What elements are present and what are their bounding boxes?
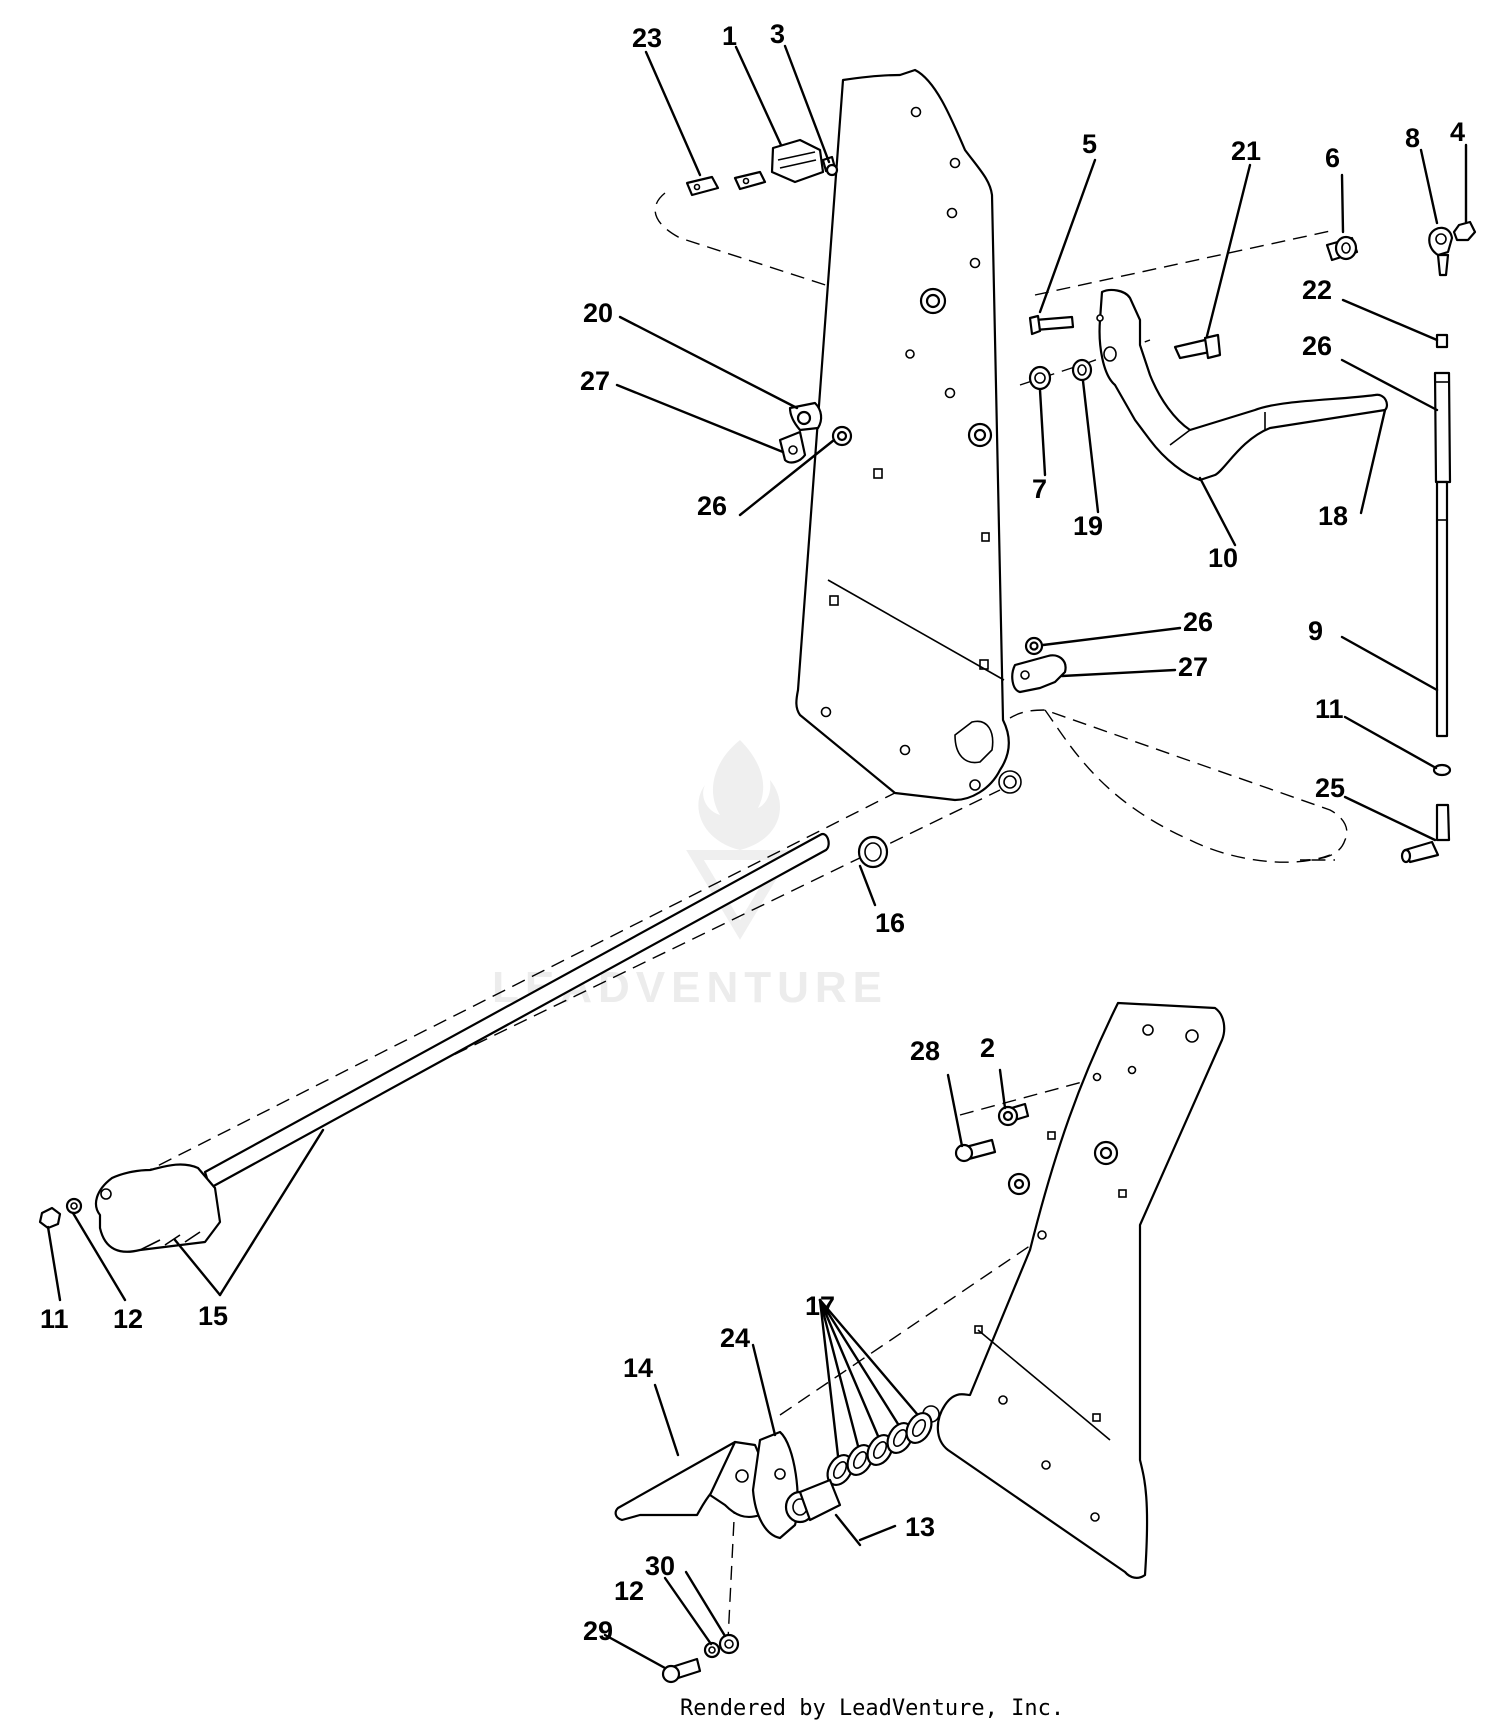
callout-18: 19 [1073, 511, 1103, 541]
lower-pedal-assembly [614, 1430, 862, 1547]
callout-16-lower: 17 [805, 1291, 835, 1321]
upper-plate-holes [820, 106, 1022, 794]
callout-20: 20 [583, 298, 613, 328]
switch-assembly [685, 138, 839, 197]
dash-shaft-top [99, 759, 961, 1196]
callout-19: 21 [1231, 136, 1261, 166]
callout-15: 15 [198, 1301, 228, 1331]
washer-stack [826, 1411, 933, 1487]
dash-lower-washer-stack [727, 1499, 736, 1641]
callout-25: 26 [1302, 331, 1332, 361]
callout-10: 10 [1208, 543, 1238, 573]
callout-17: 18 [1318, 501, 1348, 531]
callout-27-upper: 27 [580, 366, 610, 396]
callouts: 23 1 3 5 21 6 8 4 22 26 20 27 26 7 19 10… [40, 19, 1465, 1646]
callout-23: 25 [1315, 773, 1345, 803]
callout-9: 9 [1308, 616, 1323, 646]
callout-11-left: 11 [40, 1304, 69, 1334]
callout-26-lower: 26 [1183, 607, 1213, 637]
callout-27-lower: 27 [1178, 652, 1208, 682]
watermark-flame-icon [698, 740, 780, 850]
lower-bolts [954, 1102, 1030, 1163]
dash-loop-bottom [1044, 709, 1331, 863]
left-nut-washer [38, 1197, 83, 1230]
leader-lines [46, 44, 1468, 1670]
lower-mounting-plate [922, 1001, 1226, 1579]
callout-4: 4 [1450, 117, 1465, 147]
callout-14: 14 [623, 1353, 653, 1383]
callout-12-left: 12 [113, 1304, 143, 1334]
bottom-hardware [661, 1633, 740, 1684]
callout-8: 8 [1405, 123, 1420, 153]
dash-switch-to-plate [654, 192, 941, 323]
callout-3: 3 [770, 19, 785, 49]
callout-2: 2 [980, 1033, 995, 1063]
dash-top-rod [1034, 229, 1336, 296]
callout-24: 24 [720, 1323, 750, 1353]
callout-28: 28 [910, 1036, 940, 1066]
callout-6: 6 [1325, 143, 1340, 173]
callout-1: 1 [722, 21, 737, 51]
callout-13: 13 [905, 1512, 935, 1542]
callout-16-upper: 16 [875, 908, 905, 938]
cross-shaft-assembly [94, 832, 889, 1253]
callout-5: 5 [1082, 129, 1097, 159]
callout-22: 23 [632, 23, 662, 53]
callout-12-lower: 12 [614, 1576, 644, 1606]
linkage-rod-assembly [1400, 333, 1452, 864]
upper-mounting-plate [795, 68, 1022, 802]
upper-plate-nuts [905, 287, 993, 448]
rod-end-assembly [1325, 220, 1477, 277]
pedal-arm-assembly [1028, 288, 1389, 482]
callout-26-upper: 26 [697, 491, 727, 521]
callout-30: 30 [645, 1551, 675, 1581]
callout-29: 29 [583, 1616, 613, 1646]
lower-right-clip-assembly [1011, 636, 1067, 694]
watermark: LEADVENTURE [492, 740, 882, 1012]
footer-credit: Rendered by LeadVenture, Inc. [680, 1696, 1065, 1721]
callout-11-right: 11 [1315, 694, 1344, 724]
upper-clip-assembly [778, 401, 853, 464]
callout-21: 22 [1302, 275, 1332, 305]
lower-plate-nuts [1007, 1140, 1119, 1196]
callout-7: 7 [1032, 474, 1047, 504]
